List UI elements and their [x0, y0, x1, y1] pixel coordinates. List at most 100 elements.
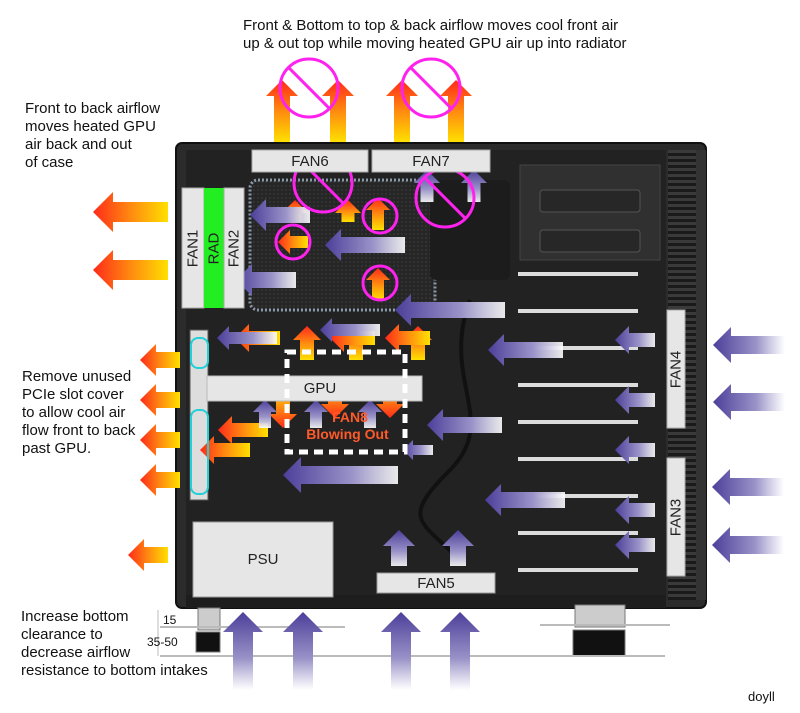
hdd-tray — [518, 383, 638, 387]
fan1-label: FAN1 — [184, 229, 202, 267]
hot-left-arrow — [218, 416, 268, 444]
pcie-slot-highlight-top — [190, 337, 209, 369]
cool-air-arrow — [236, 264, 296, 296]
cool-air-arrow — [488, 334, 563, 366]
hdd-tray — [518, 531, 638, 535]
psu-label: PSU — [247, 551, 279, 568]
fan8-blowing-out-label: Blowing Out — [306, 426, 389, 442]
gpu-box — [206, 375, 423, 402]
annotation-pcie: Remove unused PCIe slot cover to allow c… — [22, 368, 136, 457]
fan7-box — [371, 149, 491, 173]
bay-slot — [539, 229, 641, 253]
gpu-label: GPU — [303, 380, 337, 397]
hdd-tray — [518, 309, 638, 313]
cool-front-intake-arrow — [712, 527, 784, 563]
fan4-label: FAN4 — [667, 350, 685, 388]
cool-hdd-arrow — [615, 326, 655, 354]
cool-up-arrow — [304, 400, 328, 428]
hot-left-arrow — [200, 436, 250, 464]
radiator-box — [204, 188, 224, 308]
no-airflow-symbol — [278, 57, 340, 119]
radiator-label: RAD — [205, 232, 223, 264]
hot-exhaust-arrow — [140, 344, 180, 376]
hot-top-exhaust-arrow — [266, 80, 298, 142]
cool-air-arrow — [217, 326, 277, 350]
foot-riser-front — [572, 629, 626, 657]
hot-up-arrow — [366, 268, 390, 300]
airflow-arrows — [93, 80, 785, 690]
cool-bottom-intake-arrow — [440, 612, 480, 690]
cool-bottom-intake-arrow — [383, 530, 415, 566]
hdd-tray — [518, 568, 638, 572]
cool-hdd-arrow — [615, 436, 655, 464]
highlight-circle — [361, 197, 399, 235]
cool-bottom-intake-arrow — [223, 612, 263, 690]
cool-bottom-intake-arrow — [283, 612, 323, 690]
cool-up-arrow — [253, 400, 277, 428]
fan3-box — [666, 457, 686, 577]
annotation-top-left: Front to back airflow moves heated GPU a… — [25, 100, 161, 171]
highlight-circle — [361, 264, 399, 302]
cool-air-arrow — [283, 457, 398, 493]
hdd-tray — [518, 346, 638, 350]
hot-exhaust-arrow — [93, 192, 168, 232]
no-airflow-symbol-slash — [287, 66, 331, 110]
author-signature: doyll — [748, 689, 775, 704]
cables — [418, 299, 473, 562]
hot-exhaust-arrow — [128, 539, 168, 571]
cool-bottom-intake-arrow — [381, 612, 421, 690]
fan5-box — [376, 572, 496, 594]
hot-top-exhaust-arrow — [322, 80, 354, 142]
hot-left-arrow — [278, 230, 308, 254]
case-bottom — [186, 595, 666, 608]
no-airflow-symbol — [400, 57, 462, 119]
cool-up-arrow — [414, 170, 440, 202]
fan6-label: FAN6 — [291, 152, 329, 170]
hdd-tray — [518, 272, 638, 276]
no-airflow-symbol-slash — [409, 66, 453, 110]
cool-front-intake-arrow — [713, 327, 785, 363]
hot-exhaust-arrow — [140, 464, 180, 496]
cool-air-arrow — [427, 409, 502, 441]
hdd-cage — [518, 272, 638, 572]
clearance-15-label: 15 — [163, 613, 177, 627]
fan7-label: FAN7 — [412, 152, 450, 170]
hot-up-arrow — [335, 200, 361, 222]
hot-top-exhaust-arrow — [386, 80, 418, 142]
annotation-top: Front & Bottom to top & back airflow mov… — [243, 17, 627, 52]
fan8-dashed-box — [284, 349, 408, 455]
hot-up-arrow — [366, 198, 390, 230]
foot-front — [574, 604, 626, 628]
fan6-box — [251, 149, 369, 173]
hdd-tray — [518, 457, 638, 461]
highlight-circle — [274, 223, 312, 261]
cool-front-intake-arrow — [713, 384, 785, 420]
pcie-slot-highlight-bottom — [190, 409, 209, 495]
clearance-35-50-label: 35-50 — [147, 635, 178, 649]
hot-exhaust-arrow — [140, 424, 180, 456]
cool-air-arrow — [250, 199, 310, 231]
cool-air-arrow — [320, 318, 380, 342]
cool-hdd-arrow — [615, 531, 655, 559]
fan4-box — [666, 309, 686, 429]
fan2-label: FAN2 — [225, 229, 243, 267]
hot-left-arrow — [385, 324, 430, 352]
cool-front-intake-arrow — [712, 469, 784, 505]
bay-slot — [539, 189, 641, 213]
hot-exhaust-arrow — [93, 250, 168, 290]
hot-exhaust-arrow — [140, 384, 180, 416]
hdd-tray — [518, 494, 638, 498]
fan2-box — [223, 187, 245, 309]
hot-up-arrow — [293, 326, 321, 360]
cool-air-arrow — [395, 294, 505, 326]
psu-box — [192, 521, 334, 598]
cool-hdd-arrow — [615, 386, 655, 414]
fan3-label: FAN3 — [667, 498, 685, 536]
cool-hdd-arrow — [615, 496, 655, 524]
no-airflow-symbol-slash — [423, 176, 467, 220]
fan5-label: FAN5 — [417, 574, 455, 592]
hot-top-exhaust-arrow — [440, 80, 472, 142]
cool-air-arrow — [325, 229, 405, 261]
cool-air-arrow — [403, 440, 433, 460]
